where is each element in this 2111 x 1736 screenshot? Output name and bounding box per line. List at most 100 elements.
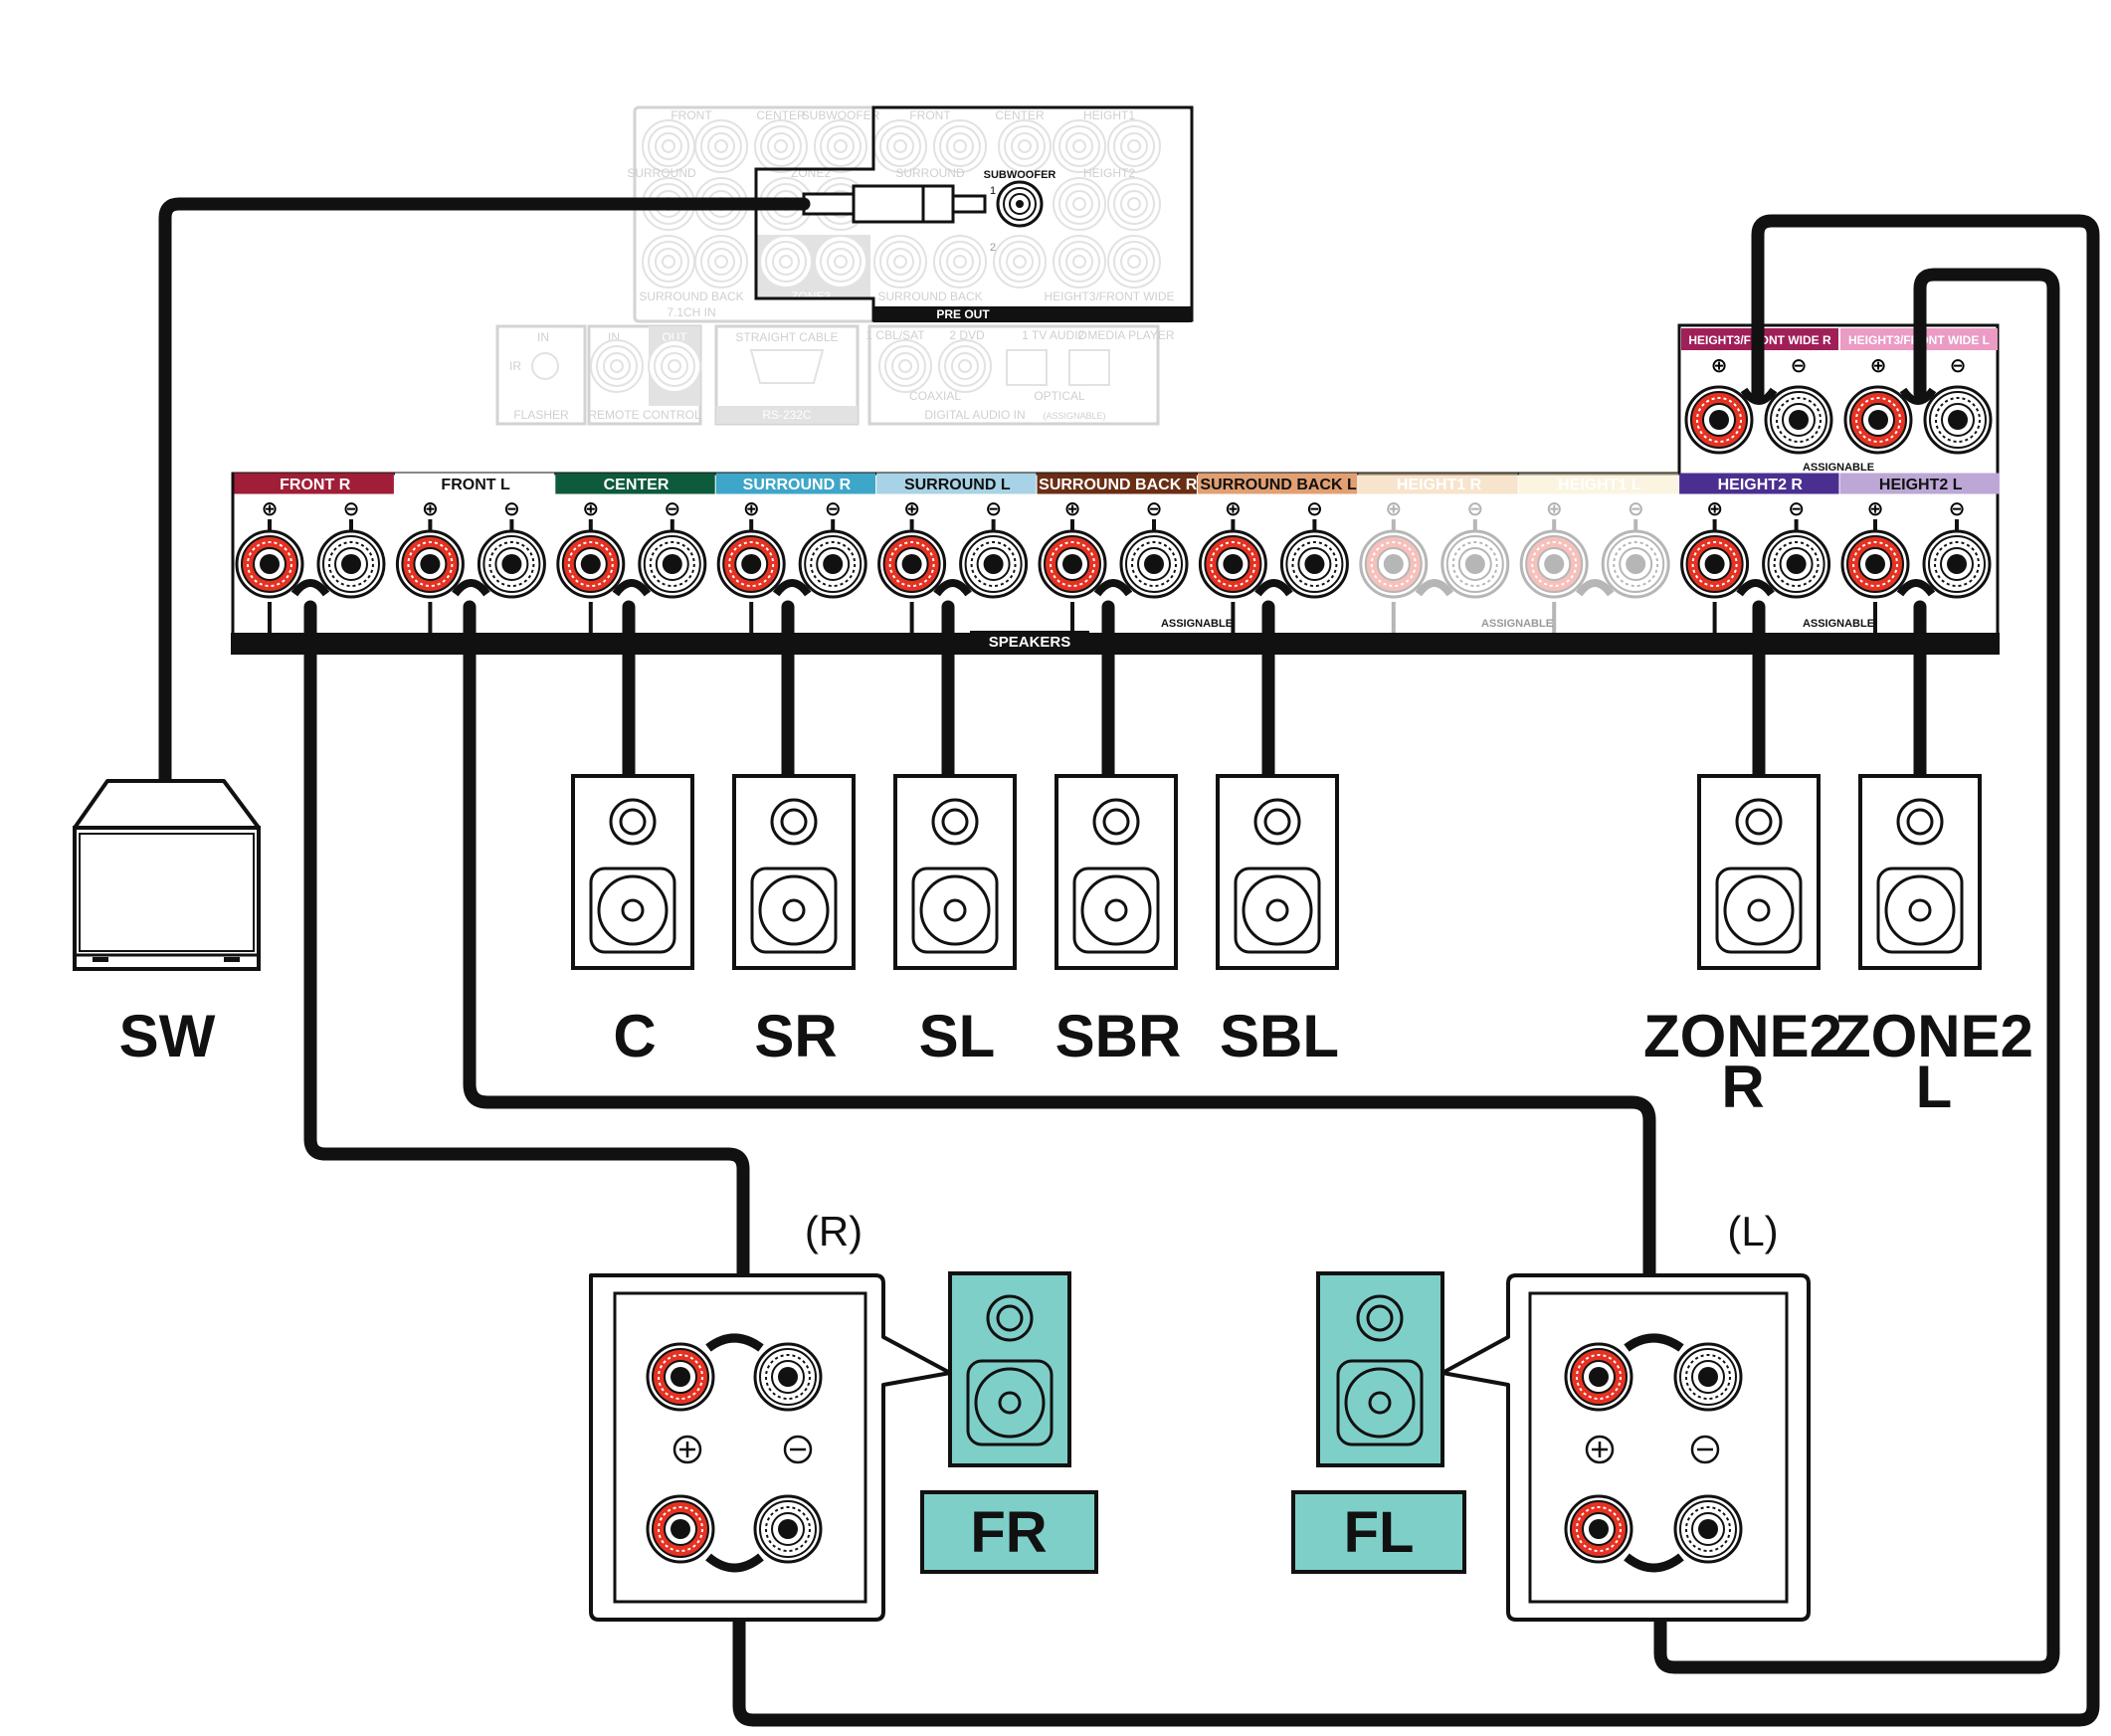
rca-plug <box>802 184 987 224</box>
terminal-pair-height3-front-wide-l[interactable]: ⊕⊖ <box>1843 355 1993 455</box>
preout-height2-label: HEIGHT2 <box>1083 166 1135 180</box>
terminal-minus[interactable] <box>798 529 867 599</box>
terminal-plus[interactable] <box>556 529 626 599</box>
terminal-minus[interactable] <box>959 529 1029 599</box>
subwoofer <box>73 779 261 971</box>
plus-symbol: ⊕ <box>1385 498 1402 520</box>
terminal-plus[interactable] <box>1519 529 1589 599</box>
subwoofer-cable <box>158 197 811 788</box>
speaker-surround-l <box>893 774 1017 970</box>
preout-center-label-right: CENTER <box>995 108 1045 122</box>
terminal-minus[interactable] <box>1279 529 1349 599</box>
terminal-minus[interactable] <box>1119 529 1189 599</box>
front-left-speaker <box>1316 1271 1444 1467</box>
terminal-plus[interactable] <box>1840 529 1910 599</box>
terminal-plus[interactable] <box>1680 529 1750 599</box>
channel-header-bg <box>1358 473 1518 494</box>
minus-symbol: ⊖ <box>1788 498 1805 520</box>
terminal-minus[interactable] <box>477 529 546 599</box>
terminal-plus[interactable] <box>1198 529 1267 599</box>
subwoofer-jack-label: SUBWOOFER <box>984 169 1056 181</box>
terminal-minus[interactable] <box>1762 529 1831 599</box>
front-right-terminal-box: (R) <box>589 1208 952 1622</box>
channel-header-bg <box>555 473 715 494</box>
channel-header-label: SURROUND R <box>743 477 852 493</box>
terminal-minus[interactable] <box>1922 529 1992 599</box>
terminal-pair-height2-r[interactable]: ⊕⊖ <box>1680 498 1831 637</box>
terminal-minus[interactable] <box>1601 529 1670 599</box>
label-sl: SL <box>919 1003 996 1069</box>
preout-surround-label: SURROUND <box>627 166 696 180</box>
terminal-plus[interactable] <box>1843 385 1913 455</box>
channel-front-l: FRONT L <box>394 473 555 494</box>
label-fl: FL <box>1344 1500 1415 1565</box>
channel-header-bg <box>876 473 1037 494</box>
channel-height1-r: HEIGHT1 R <box>1358 473 1518 494</box>
plus-symbol: ⊕ <box>1867 498 1884 520</box>
ir-in-label: IN <box>537 330 549 344</box>
coaxial-label: COAXIAL <box>909 389 961 403</box>
plus-symbol: ⊕ <box>743 498 760 520</box>
remote-control-label: REMOTE CONTROL <box>588 408 701 422</box>
front-right-speaker <box>948 1271 1071 1467</box>
channel-header-bg <box>1679 473 1839 494</box>
terminal-pair-height1-r[interactable]: ⊕⊖ <box>1359 498 1510 637</box>
preout-front-label-left: FRONT <box>671 108 712 122</box>
preout-71ch-label: 7.1CH IN <box>667 305 715 319</box>
terminal-minus[interactable] <box>1923 385 1993 455</box>
rs232-title: STRAIGHT CABLE <box>735 330 838 344</box>
minus-symbol: ⊖ <box>1628 498 1644 520</box>
terminal-plus[interactable] <box>1684 385 1754 455</box>
terminal-pair-height1-l[interactable]: ⊕⊖ <box>1519 498 1670 637</box>
terminal-plus[interactable] <box>395 529 465 599</box>
terminal-pair-surround-back-r[interactable]: ⊕⊖ <box>1038 498 1189 637</box>
rs232-label: RS-232C <box>762 408 812 422</box>
subwoofer-jack-1[interactable] <box>996 180 1044 228</box>
terminal-plus[interactable] <box>235 529 304 599</box>
preout-surround-back-label-2: SURROUND BACK <box>877 289 982 303</box>
plus-symbol: ⊕ <box>1064 498 1081 520</box>
terminal-pair-surround-l[interactable]: ⊕⊖ <box>877 498 1029 637</box>
terminal-pair-center[interactable]: ⊕⊖ <box>556 498 707 637</box>
speaker-surround-back-r <box>1055 774 1178 970</box>
terminal-plus[interactable] <box>716 529 786 599</box>
speakers-label: SPEAKERS <box>989 634 1071 651</box>
channel-header-label: CENTER <box>604 477 670 493</box>
minus-symbol: ⊖ <box>1949 498 1966 520</box>
terminal-pair-surround-back-l[interactable]: ⊕⊖ <box>1198 498 1349 637</box>
terminal-minus[interactable] <box>638 529 707 599</box>
label-sr: SR <box>754 1003 837 1069</box>
front-l-cable <box>463 600 1656 1330</box>
channel-header-label: HEIGHT2 L <box>1879 477 1963 493</box>
terminal-minus[interactable] <box>316 529 386 599</box>
plus-symbol: ⊕ <box>1870 355 1887 377</box>
terminal-pair-surround-r[interactable]: ⊕⊖ <box>716 498 867 637</box>
terminal-plus[interactable] <box>1038 529 1107 599</box>
preout-surround-label-2: SURROUND <box>895 166 965 180</box>
preout-height1-label: HEIGHT1 <box>1083 108 1135 122</box>
channel-header-bg <box>1037 473 1197 494</box>
terminal-minus[interactable] <box>1440 529 1510 599</box>
terminal-pair-front-r[interactable]: ⊕⊖ <box>235 498 386 637</box>
digital-audio-in-label: DIGITAL AUDIO IN <box>924 408 1025 422</box>
minus-symbol: ⊖ <box>985 498 1002 520</box>
terminal-pair-height3-front-wide-r[interactable]: ⊕⊖ <box>1684 355 1833 455</box>
minus-symbol: ⊖ <box>1950 355 1967 377</box>
minus-symbol: ⊖ <box>343 498 360 520</box>
terminal-minus[interactable] <box>1764 385 1833 455</box>
terminal-plus[interactable] <box>877 529 947 599</box>
terminal-plus[interactable] <box>1359 529 1429 599</box>
terminal-pair-height2-l[interactable]: ⊕⊖ <box>1840 498 1992 637</box>
height3-l-cable <box>1653 268 2060 1674</box>
front-right-side-label: (R) <box>805 1208 863 1254</box>
plus-symbol: ⊕ <box>903 498 920 520</box>
preout-surround-back-label: SURROUND BACK <box>639 289 743 303</box>
preout-label: PRE OUT <box>936 307 990 321</box>
digital-input-4: 2 MEDIA PLAYER <box>1077 328 1174 342</box>
terminal-pair-front-l[interactable]: ⊕⊖ <box>395 498 546 637</box>
subwoofer-jack-1-label: 1 <box>990 185 996 197</box>
channel-header-bg <box>715 473 876 494</box>
receiver-speaker-panel: SPEAKERS ASSIGNABLE ASSIGNABLE ASSIGNABL… <box>231 323 2000 655</box>
channel-header-bg <box>1518 473 1679 494</box>
